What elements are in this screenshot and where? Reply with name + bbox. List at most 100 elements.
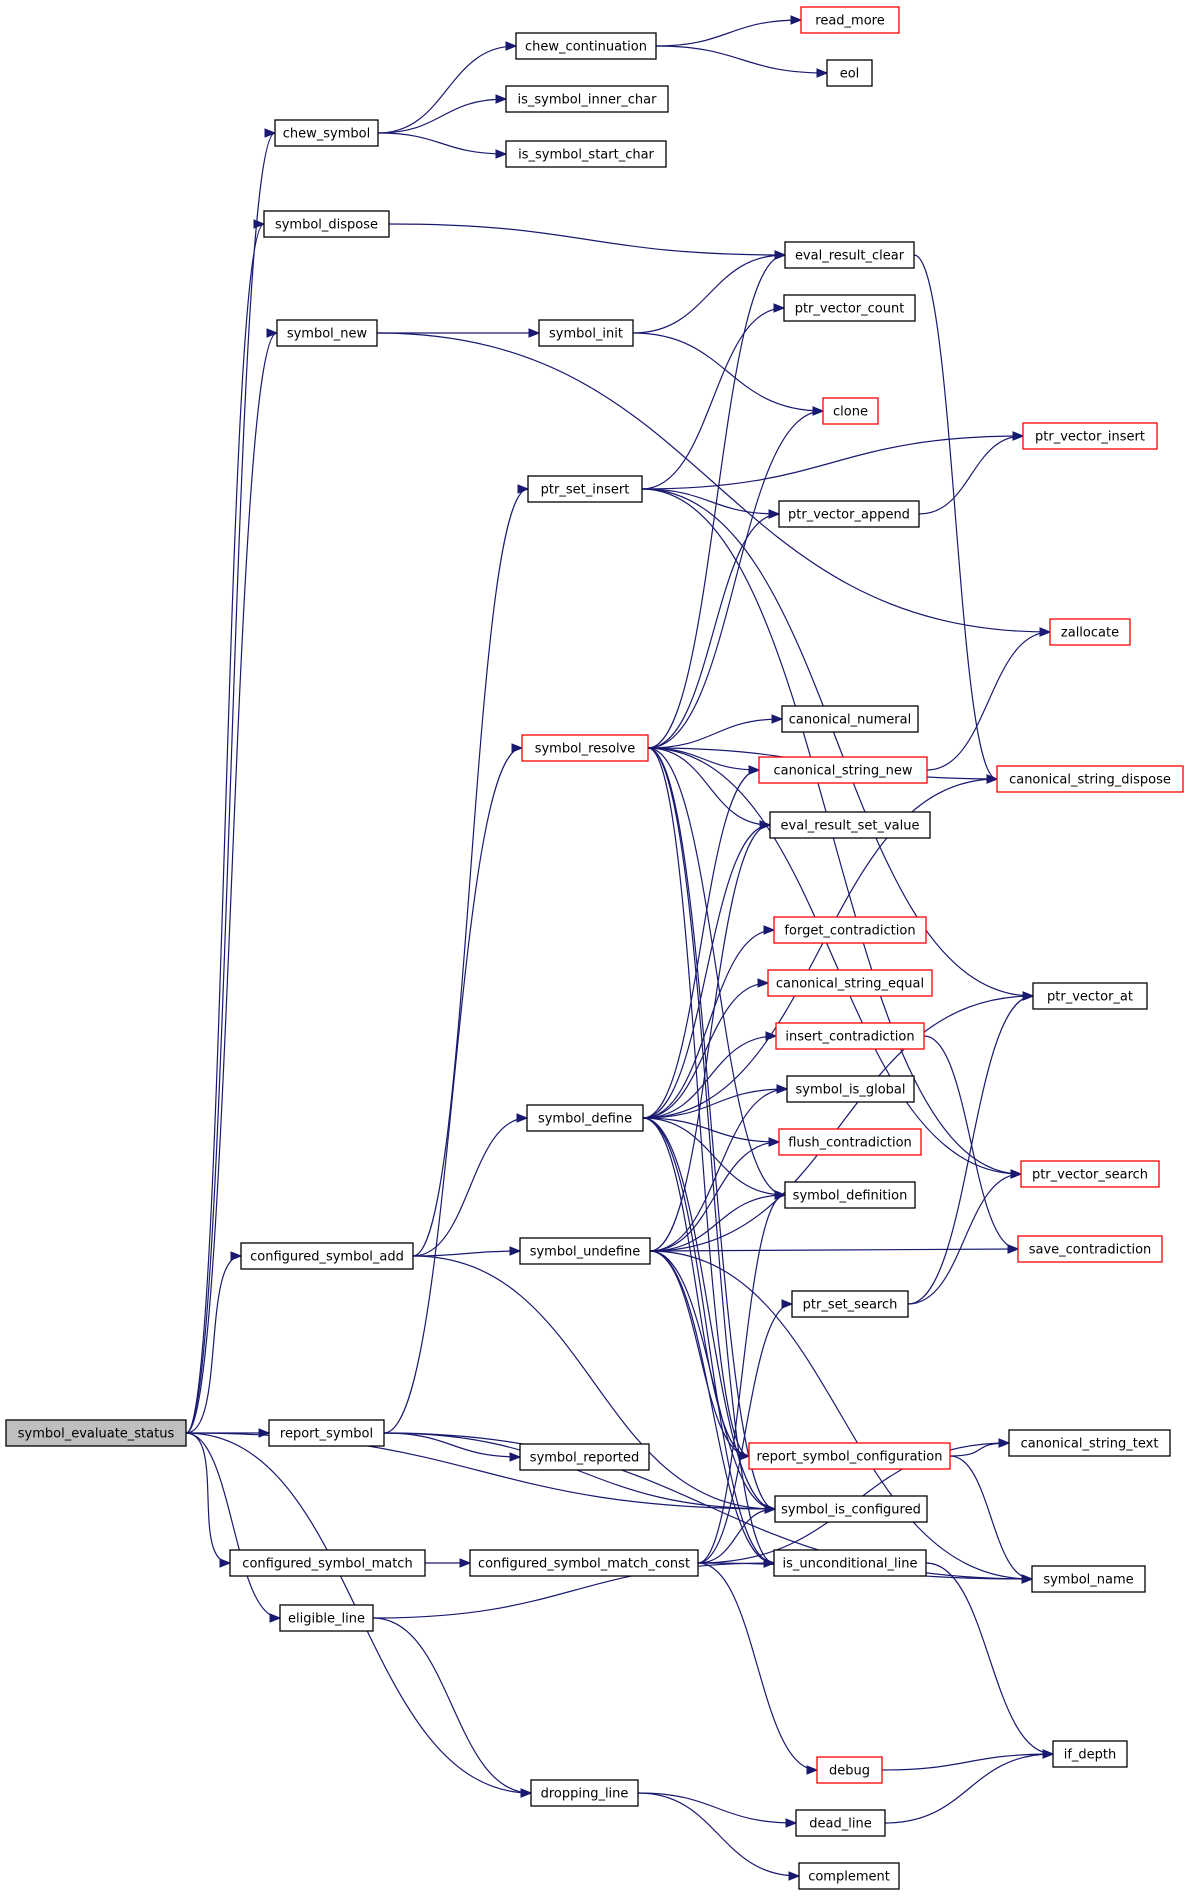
node-ptr_set_insert[interactable]: ptr_set_insert xyxy=(527,475,643,503)
arrowhead-symbol_define-to-insert_contradiction xyxy=(765,1031,778,1041)
edge-symbol_undefine-to-save_contradiction xyxy=(649,1248,1019,1252)
node-ptr_vector_search[interactable]: ptr_vector_search xyxy=(1020,1160,1160,1188)
arrowhead-symbol_undefine-to-flush_contradiction xyxy=(768,1137,781,1147)
node-symbol_dispose[interactable]: symbol_dispose xyxy=(263,210,390,238)
node-label: symbol_init xyxy=(549,327,623,342)
node-box xyxy=(781,705,919,733)
node-zallocate[interactable]: zallocate xyxy=(1049,618,1131,646)
edge-symbol_define-to-is_unconditional_line xyxy=(642,1117,775,1564)
node-is_unconditional_line[interactable]: is_unconditional_line xyxy=(773,1549,927,1577)
arrowhead-configured_symbol_match-to-configured_symbol_match_const xyxy=(459,1558,472,1568)
edge-configured_symbol_add-to-ptr_set_insert xyxy=(412,488,529,1257)
node-ptr_vector_insert[interactable]: ptr_vector_insert xyxy=(1022,422,1158,450)
node-symbol_resolve[interactable]: symbol_resolve xyxy=(521,734,649,762)
edge-configured_symbol_add-to-symbol_define xyxy=(412,1117,528,1257)
node-is_symbol_inner_char[interactable]: is_symbol_inner_char xyxy=(505,85,669,113)
node-ptr_vector_at[interactable]: ptr_vector_at xyxy=(1032,982,1148,1010)
node-label: symbol_define xyxy=(538,1112,632,1127)
node-dead_line[interactable]: dead_line xyxy=(795,1809,886,1837)
node-box xyxy=(775,1022,925,1050)
node-configured_symbol_add[interactable]: configured_symbol_add xyxy=(240,1242,414,1270)
node-symbol_evaluate_status[interactable]: symbol_evaluate_status xyxy=(5,1419,187,1447)
node-canonical_string_new[interactable]: canonical_string_new xyxy=(758,756,928,784)
node-report_symbol[interactable]: report_symbol xyxy=(268,1419,385,1447)
node-box xyxy=(229,1549,426,1577)
node-label: ptr_vector_at xyxy=(1047,990,1133,1005)
node-read_more[interactable]: read_more xyxy=(800,6,900,34)
node-clone[interactable]: clone xyxy=(822,397,879,425)
node-box xyxy=(786,1075,915,1103)
node-symbol_is_configured[interactable]: symbol_is_configured xyxy=(774,1495,928,1523)
node-box xyxy=(773,916,927,944)
node-configured_symbol_match_const[interactable]: configured_symbol_match_const xyxy=(469,1549,699,1577)
edge-ptr_vector_append-to-ptr_vector_insert xyxy=(918,435,1024,515)
node-box xyxy=(521,734,649,762)
node-eval_result_set_value[interactable]: eval_result_set_value xyxy=(769,811,931,839)
node-box xyxy=(526,1104,644,1132)
edge-configured_symbol_match_const-to-debug xyxy=(697,1562,818,1771)
edge-ptr_set_insert-to-ptr_vector_count xyxy=(641,307,785,490)
node-symbol_new[interactable]: symbol_new xyxy=(276,319,378,347)
node-symbol_init[interactable]: symbol_init xyxy=(538,319,634,347)
arrowhead-symbol_evaluate_status-to-eligible_line xyxy=(269,1613,282,1623)
node-ptr_vector_append[interactable]: ptr_vector_append xyxy=(778,500,920,528)
node-ptr_set_search[interactable]: ptr_set_search xyxy=(791,1290,909,1318)
edge-symbol_resolve-to-symbol_definition xyxy=(647,747,786,1196)
node-box xyxy=(769,811,931,839)
node-canonical_string_text[interactable]: canonical_string_text xyxy=(1008,1429,1171,1457)
edge-symbol_dispose-to-eval_result_clear xyxy=(388,223,786,256)
node-canonical_string_dispose[interactable]: canonical_string_dispose xyxy=(996,765,1184,793)
node-symbol_is_global[interactable]: symbol_is_global xyxy=(786,1075,915,1103)
node-box xyxy=(791,1290,909,1318)
node-chew_symbol[interactable]: chew_symbol xyxy=(274,119,379,147)
node-debug[interactable]: debug xyxy=(816,1756,883,1784)
node-if_depth[interactable]: if_depth xyxy=(1052,1740,1128,1768)
node-eval_result_clear[interactable]: eval_result_clear xyxy=(784,241,915,269)
node-label: complement xyxy=(808,1870,890,1885)
node-is_symbol_start_char[interactable]: is_symbol_start_char xyxy=(505,140,667,168)
node-canonical_string_equal[interactable]: canonical_string_equal xyxy=(767,969,933,997)
arrowhead-symbol_undefine-to-eval_result_set_value xyxy=(759,820,772,830)
node-configured_symbol_match[interactable]: configured_symbol_match xyxy=(229,1549,426,1577)
node-eol[interactable]: eol xyxy=(826,59,873,87)
node-canonical_numeral[interactable]: canonical_numeral xyxy=(781,705,919,733)
node-symbol_name[interactable]: symbol_name xyxy=(1031,1565,1146,1593)
node-box xyxy=(527,475,643,503)
edge-symbol_define-to-flush_contradiction xyxy=(642,1117,780,1143)
node-symbol_definition[interactable]: symbol_definition xyxy=(784,1181,916,1209)
node-box xyxy=(767,969,933,997)
arrowhead-dropping_line-to-complement xyxy=(788,1871,801,1881)
node-flush_contradiction[interactable]: flush_contradiction xyxy=(778,1128,922,1156)
node-label: eval_result_clear xyxy=(795,249,905,264)
edge-symbol_define-to-insert_contradiction xyxy=(642,1035,777,1119)
edge-configured_symbol_match_const-to-symbol_is_configured xyxy=(697,1508,776,1564)
edge-symbol_undefine-to-eval_result_set_value xyxy=(649,824,771,1252)
edge-chew_continuation-to-eol xyxy=(655,45,828,74)
node-dropping_line[interactable]: dropping_line xyxy=(530,1779,639,1807)
node-chew_continuation[interactable]: chew_continuation xyxy=(515,32,657,60)
node-forget_contradiction[interactable]: forget_contradiction xyxy=(773,916,927,944)
node-save_contradiction[interactable]: save_contradiction xyxy=(1017,1235,1163,1263)
arrowhead-eligible_line-to-is_unconditional_line xyxy=(763,1558,776,1568)
node-box xyxy=(279,1604,374,1632)
edge-symbol_resolve-to-clone xyxy=(647,410,824,749)
edge-chew_symbol-to-is_symbol_inner_char xyxy=(377,98,507,134)
node-symbol_reported[interactable]: symbol_reported xyxy=(519,1443,650,1471)
edge-symbol_undefine-to-symbol_definition xyxy=(649,1194,786,1252)
arrowhead-symbol_evaluate_status-to-symbol_new xyxy=(266,328,279,338)
node-symbol_define[interactable]: symbol_define xyxy=(526,1104,644,1132)
edge-is_unconditional_line-to-if_depth xyxy=(925,1562,1054,1755)
node-symbol_undefine[interactable]: symbol_undefine xyxy=(519,1237,651,1265)
edge-symbol_resolve-to-canonical_numeral xyxy=(647,718,783,749)
edge-dead_line-to-if_depth xyxy=(884,1753,1054,1824)
edge-symbol_resolve-to-symbol_is_configured xyxy=(647,747,776,1510)
node-eligible_line[interactable]: eligible_line xyxy=(279,1604,374,1632)
node-ptr_vector_count[interactable]: ptr_vector_count xyxy=(783,294,916,322)
arrowhead-chew_continuation-to-read_more xyxy=(790,15,803,25)
node-label: if_depth xyxy=(1064,1748,1117,1763)
node-insert_contradiction[interactable]: insert_contradiction xyxy=(775,1022,925,1050)
node-complement[interactable]: complement xyxy=(798,1862,900,1890)
node-report_symbol_configuration[interactable]: report_symbol_configuration xyxy=(748,1442,951,1470)
edge-symbol_resolve-to-eval_result_set_value xyxy=(647,747,771,826)
